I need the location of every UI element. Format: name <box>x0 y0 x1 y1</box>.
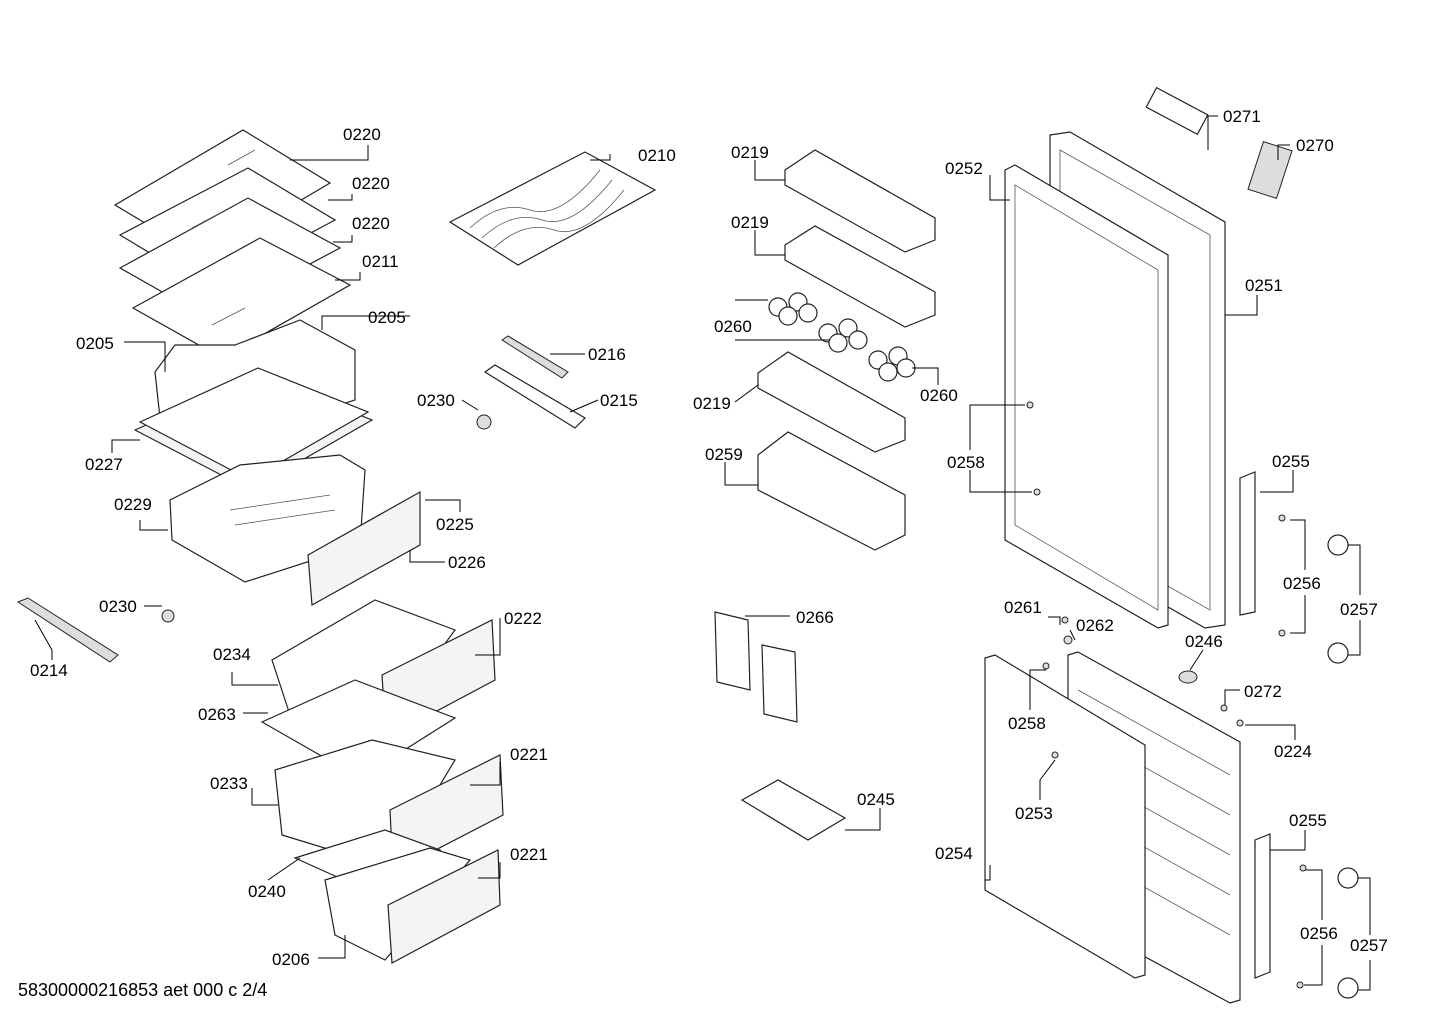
label-0257-upper: 0257 <box>1340 600 1378 619</box>
label-0246: 0246 <box>1185 632 1223 651</box>
label-0216: 0216 <box>588 345 626 364</box>
label-0230-left: 0230 <box>99 597 137 616</box>
label-0219-b: 0219 <box>731 213 769 232</box>
label-0234: 0234 <box>213 645 251 664</box>
label-0245: 0245 <box>857 790 895 809</box>
drawer-0221-lower <box>324 847 501 964</box>
label-0205-right: 0205 <box>368 308 406 327</box>
label-0221-lower: 0221 <box>510 845 548 864</box>
label-0262: 0262 <box>1076 616 1114 635</box>
label-0240: 0240 <box>248 882 286 901</box>
label-0230-middle: 0230 <box>417 391 455 410</box>
label-0255-upper: 0255 <box>1272 452 1310 471</box>
rail-0214 <box>16 597 119 663</box>
label-0271: 0271 <box>1223 107 1261 126</box>
label-0214: 0214 <box>30 661 68 680</box>
ice-tray-0245 <box>740 779 847 841</box>
label-0254: 0254 <box>935 844 973 863</box>
glass-shelves <box>113 129 352 359</box>
label-0251: 0251 <box>1245 276 1283 295</box>
screws <box>1026 401 1307 989</box>
caps-0257 <box>1178 534 1359 999</box>
label-0206: 0206 <box>272 950 310 969</box>
gasket-0254 <box>984 654 1146 979</box>
wine-rack-0210 <box>448 151 657 266</box>
part-labels: 0220 0220 0220 0211 0205 0205 0227 0229 … <box>30 107 1388 969</box>
strip-0216 <box>501 335 569 379</box>
label-0224: 0224 <box>1274 742 1312 761</box>
label-0229: 0229 <box>114 495 152 514</box>
label-0252: 0252 <box>945 159 983 178</box>
handles-0255 <box>1239 471 1271 979</box>
label-0270: 0270 <box>1296 136 1334 155</box>
leader-lines <box>34 115 1371 991</box>
label-0257-lower: 0257 <box>1350 936 1388 955</box>
label-0266: 0266 <box>796 608 834 627</box>
label-0272: 0272 <box>1244 682 1282 701</box>
label-0258-lower: 0258 <box>1008 714 1046 733</box>
knob-0230-left <box>161 609 175 623</box>
label-0259: 0259 <box>705 445 743 464</box>
document-code: 58300000216853 aet 000 c 2/4 <box>18 980 268 1000</box>
label-0205-left: 0205 <box>76 334 114 353</box>
label-0220-c: 0220 <box>352 214 390 233</box>
rail-0215 <box>483 364 586 429</box>
label-0226: 0226 <box>448 553 486 572</box>
door-balconies <box>757 149 936 551</box>
label-0210: 0210 <box>638 146 676 165</box>
cold-packs-0266 <box>714 611 798 723</box>
label-0256-lower: 0256 <box>1300 924 1338 943</box>
label-0263: 0263 <box>198 705 236 724</box>
label-0253: 0253 <box>1015 804 1053 823</box>
drawer-0221-upper <box>274 739 504 886</box>
label-0233: 0233 <box>210 774 248 793</box>
egg-trays <box>768 292 916 382</box>
label-0219-a: 0219 <box>731 143 769 162</box>
label-0258-upper: 0258 <box>947 453 985 472</box>
crisper-boxes <box>133 319 374 491</box>
freezer-basket-0229 <box>169 454 421 606</box>
label-0220-a: 0220 <box>343 125 381 144</box>
label-0255-lower: 0255 <box>1289 811 1327 830</box>
drawer-0222 <box>260 599 496 779</box>
label-0260-left: 0260 <box>714 317 752 336</box>
label-0271 <box>1145 86 1209 136</box>
label-0261: 0261 <box>1004 598 1042 617</box>
gasket-0252 <box>1004 164 1169 629</box>
label-0227: 0227 <box>85 455 123 474</box>
label-0220-b: 0220 <box>352 174 390 193</box>
label-0256-upper: 0256 <box>1283 574 1321 593</box>
panel-0270 <box>1247 140 1293 200</box>
knob-0230-middle <box>476 414 492 430</box>
label-0219-c: 0219 <box>693 394 731 413</box>
label-0215: 0215 <box>600 391 638 410</box>
label-0211: 0211 <box>362 252 399 271</box>
label-0222: 0222 <box>504 609 542 628</box>
label-0260-right: 0260 <box>920 386 958 405</box>
label-0225: 0225 <box>436 515 474 534</box>
label-0221-upper: 0221 <box>510 745 548 764</box>
